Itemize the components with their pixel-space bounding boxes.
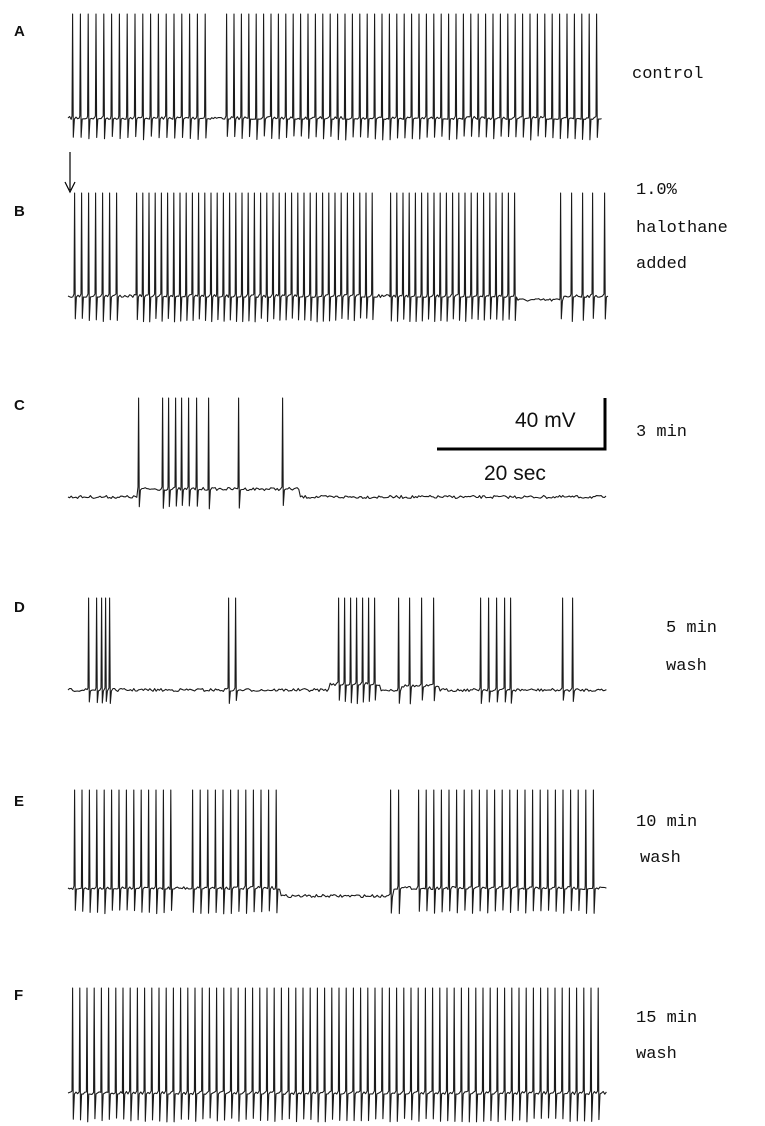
panel-letter: A xyxy=(14,23,25,40)
panel-b: B 1.0% halothane added xyxy=(14,152,728,323)
scale-bar-lines xyxy=(437,398,607,451)
condition-label: 3 min xyxy=(636,423,687,442)
voltage-trace xyxy=(67,192,609,323)
condition-label: 10 min xyxy=(636,813,697,832)
condition-label: wash xyxy=(636,1045,677,1064)
voltage-scale-label: 40 mV xyxy=(515,409,576,432)
voltage-trace xyxy=(67,987,607,1123)
condition-label: 1.0% xyxy=(636,181,678,200)
panel-letter: C xyxy=(14,397,25,414)
down-arrow-icon xyxy=(64,152,76,194)
condition-label: halothane xyxy=(636,219,728,238)
panel-a: A control xyxy=(14,13,703,141)
condition-label: wash xyxy=(666,657,707,676)
voltage-trace xyxy=(67,597,607,705)
condition-label: 5 min xyxy=(666,619,717,638)
condition-label: 15 min xyxy=(636,1009,697,1028)
panel-letter: B xyxy=(14,203,25,220)
time-scale-label: 20 sec xyxy=(484,462,546,485)
panel-e: E 10 min wash xyxy=(14,789,697,915)
voltage-trace xyxy=(67,789,607,915)
condition-label: control xyxy=(632,65,703,84)
panel-letter: D xyxy=(14,599,25,616)
condition-label: added xyxy=(636,255,687,274)
panel-c: C 3 min 40 mV 20 sec xyxy=(14,397,687,510)
voltage-trace xyxy=(67,13,602,141)
panel-f: F 15 min wash xyxy=(14,987,697,1123)
panel-letter: E xyxy=(14,793,24,810)
panel-letter: F xyxy=(14,987,23,1004)
panel-d: D 5 min wash xyxy=(14,597,717,705)
voltage-trace xyxy=(67,397,607,510)
scale-bar: 40 mV 20 sec xyxy=(437,398,607,485)
condition-label: wash xyxy=(640,849,681,868)
